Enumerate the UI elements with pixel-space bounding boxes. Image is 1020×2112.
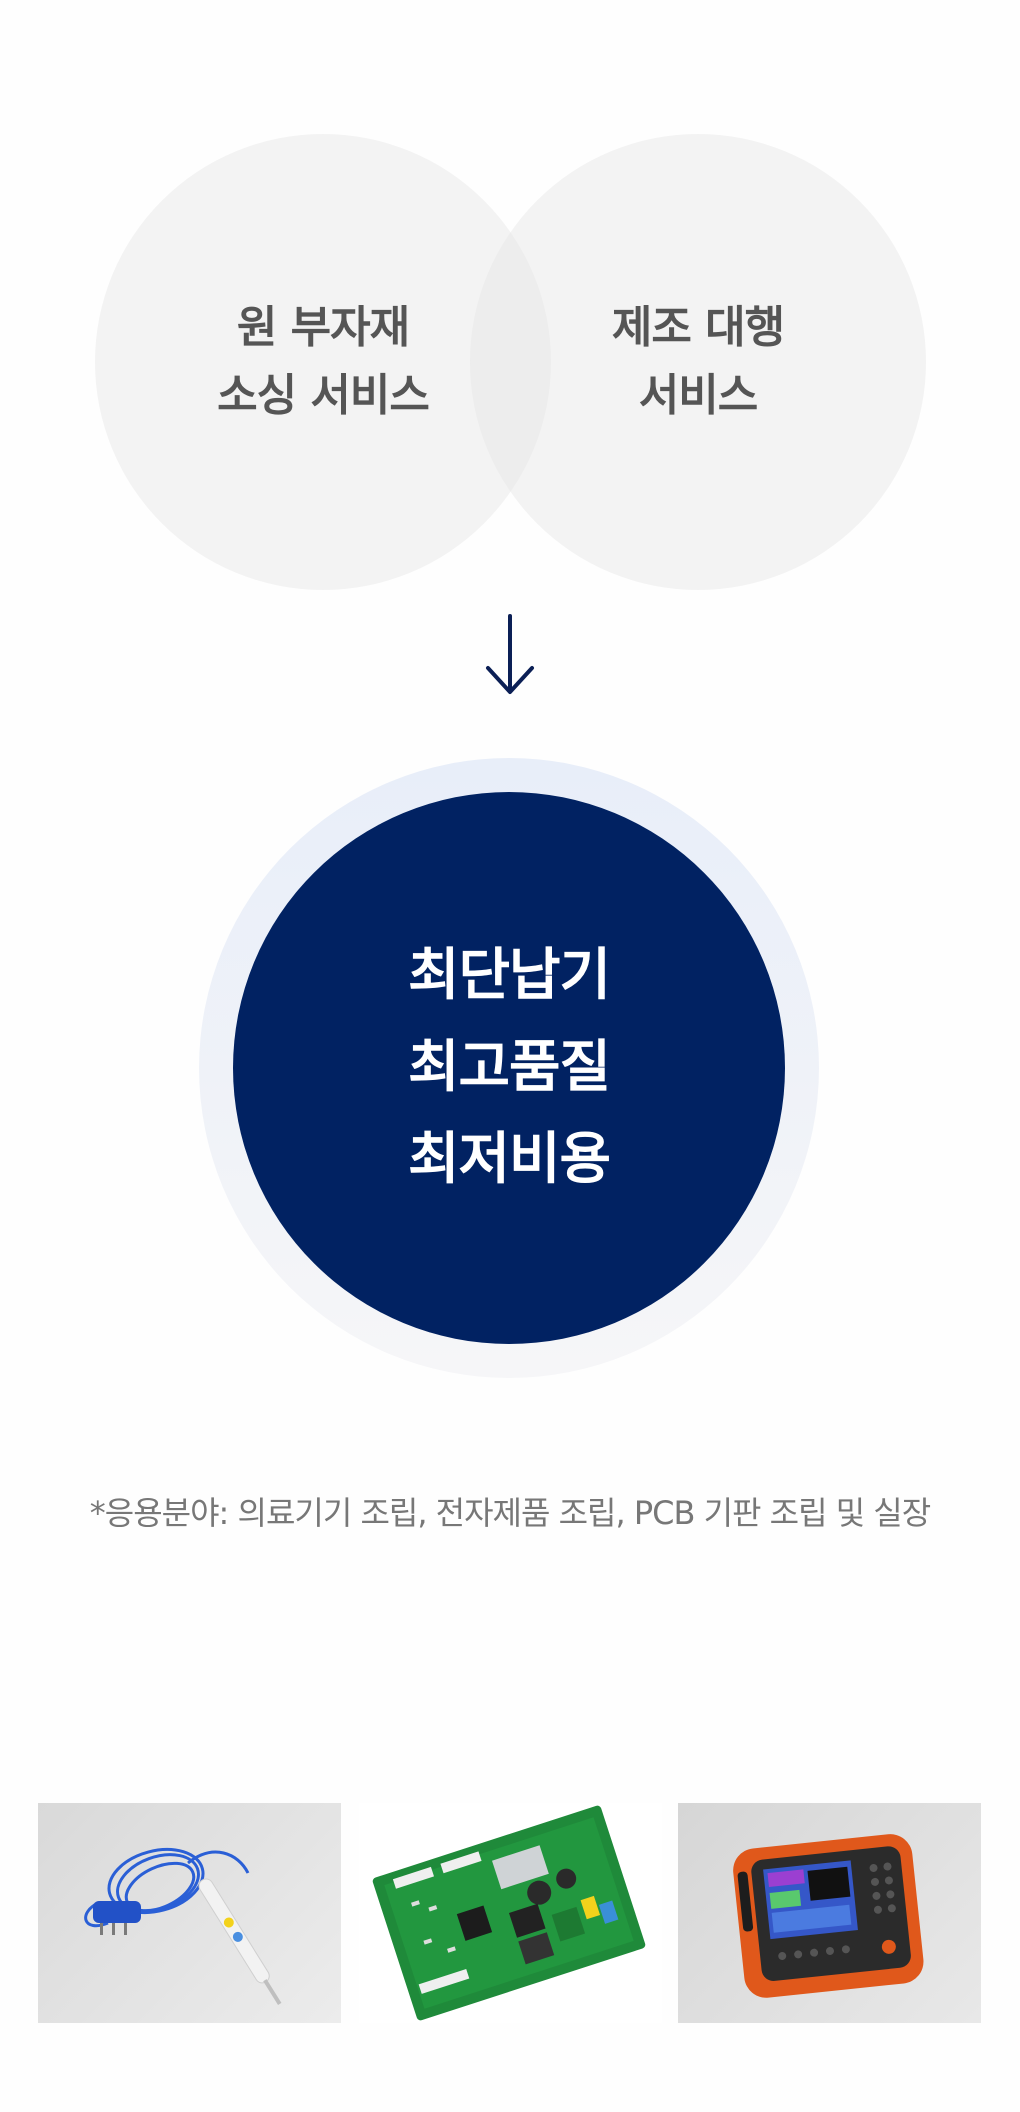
sourcing-service-label: 원 부자재 소싱 서비스: [217, 294, 430, 430]
arrow-down-icon: [486, 614, 534, 694]
manufacturing-service-label: 제조 대행 서비스: [611, 294, 785, 430]
application-fields-note: *응용분야: 의료기기 조립, 전자제품 조립, PCB 기판 조립 및 실장: [89, 1494, 931, 1532]
handheld-measuring-device-image: [678, 1803, 981, 2023]
best-quality-text: 최고품질: [407, 1035, 611, 1100]
manufacturing-service-line2: 서비스: [638, 370, 758, 421]
lowest-cost-text: 최저비용: [407, 1127, 611, 1192]
manufacturing-service-circle: 제조 대행 서비스: [470, 134, 926, 590]
sourcing-service-line1: 원 부자재: [236, 302, 410, 353]
pcb-board-image: [359, 1803, 662, 2023]
electrosurgical-pencil-image: [38, 1803, 341, 2023]
shortest-delivery-text: 최단납기: [407, 943, 611, 1008]
manufacturing-service-line1: 제조 대행: [611, 302, 785, 353]
sourcing-service-line2: 소싱 서비스: [217, 370, 430, 421]
sourcing-service-circle: 원 부자재 소싱 서비스: [95, 134, 551, 590]
result-label: 최단납기 최고품질 최저비용: [407, 930, 611, 1206]
result-circle: 최단납기 최고품질 최저비용: [233, 792, 785, 1344]
